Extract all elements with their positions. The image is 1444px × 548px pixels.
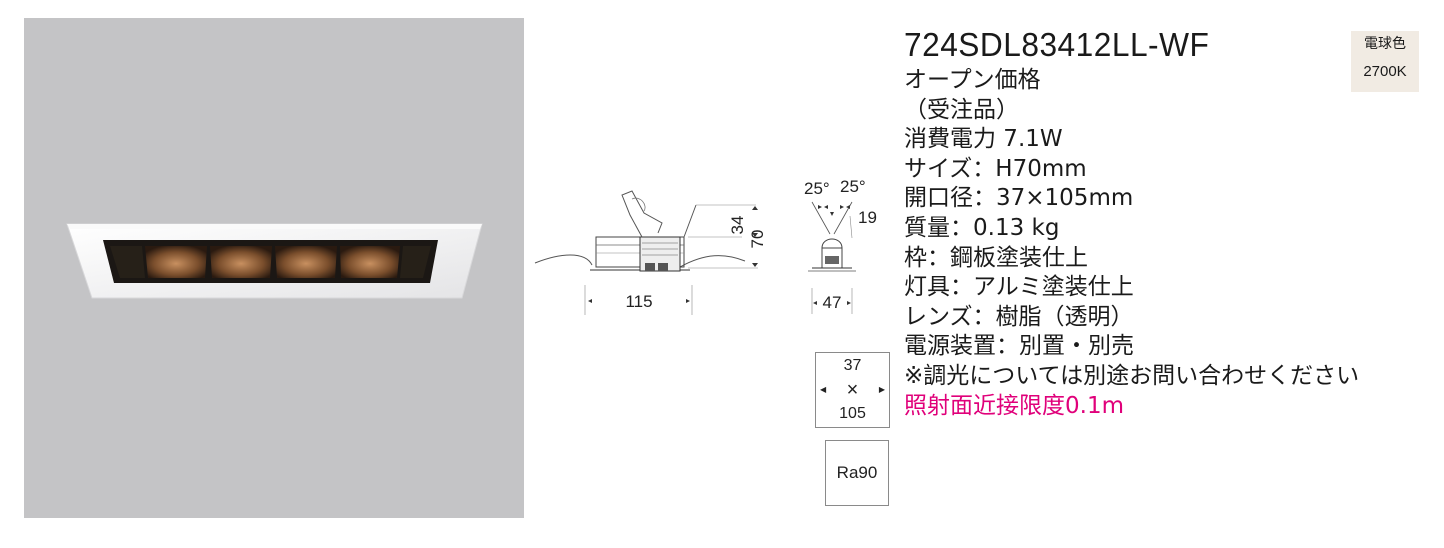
size: サイズ：H70mm (904, 155, 1087, 182)
body-material: 灯具：アルミ塗装仕上 (904, 274, 1134, 301)
front-width-label: 47 (823, 293, 842, 312)
front-view-drawing: 25° 25° 19 47 (804, 177, 877, 314)
height-total-label: 70 (748, 230, 767, 249)
lens-material: レンズ：樹脂（透明） (904, 303, 1134, 330)
color-temp: 2700K (1363, 63, 1407, 80)
angle-left-label: 25° (804, 179, 830, 198)
cutout-arrow-left-icon: ◀ (820, 385, 827, 394)
color-temperature-badge: 電球色 2700K (1351, 31, 1419, 92)
angle-right-label: 25° (840, 177, 866, 196)
frame-material: 枠：鋼板塗装仕上 (904, 244, 1088, 271)
cutout-times: × (846, 379, 859, 401)
side-width-label: 115 (625, 292, 652, 311)
cri-box: Ra90 (825, 440, 889, 506)
cutout-diameter: 開口径：37×105mm (904, 185, 1134, 212)
power-consumption: 消費電力 7.1W (904, 126, 1063, 153)
side-view-drawing: 34 70 115 (534, 190, 767, 315)
power-supply: 電源装置：別置・別売 (904, 333, 1134, 360)
weight: 質量：0.13 kg (904, 214, 1060, 241)
price: オープン価格 (904, 67, 1041, 93)
min-distance-warning: 照射面近接限度0.1m (904, 392, 1124, 419)
spec-list: 724SDL83412LL-WF オープン価格 （受注品） 消費電力 7.1W … (904, 26, 1359, 421)
model-number: 724SDL83412LL-WF (904, 26, 1210, 63)
dimming-note: ※調光については別途お問い合わせください (904, 362, 1360, 389)
height-top-label: 34 (728, 216, 747, 235)
cutout-height: 105 (839, 405, 866, 422)
color-name: 電球色 (1364, 36, 1406, 52)
cutout-width: 37 (843, 357, 862, 374)
order-note: （受注品） (904, 96, 1019, 123)
product-photo (24, 18, 524, 518)
cutout-arrow-right-icon: ▶ (878, 385, 885, 394)
front-offset-label: 19 (858, 208, 877, 227)
cutout-size-box: 37 × 105 ◀ ▶ (815, 352, 890, 428)
downlight-image (66, 223, 483, 299)
